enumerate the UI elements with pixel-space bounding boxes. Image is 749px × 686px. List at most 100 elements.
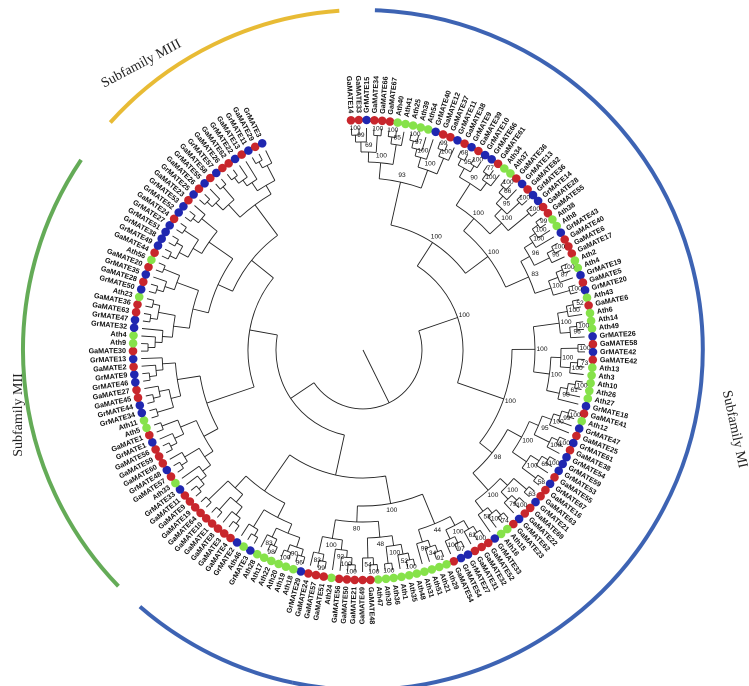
leaf-marker <box>460 139 469 148</box>
leaf-marker <box>189 190 198 199</box>
tree-branch <box>440 550 445 557</box>
tree-branch <box>253 537 259 544</box>
bootstrap-value: 100 <box>488 249 499 256</box>
tree-branch <box>533 322 560 328</box>
tree-branch <box>460 541 465 548</box>
bootstrap-value: 100 <box>341 561 352 568</box>
tree-branch <box>505 276 529 288</box>
bootstrap-value: 100 <box>417 148 428 155</box>
bootstrap-value: 100 <box>472 157 483 164</box>
tree-branch <box>569 409 577 412</box>
tree-branch <box>387 129 390 137</box>
leaf-marker <box>373 575 383 584</box>
tree-branch <box>174 433 184 439</box>
tree-branch <box>470 157 475 165</box>
leaf-marker <box>467 142 476 152</box>
tree-branch <box>216 511 223 518</box>
leaf-marker <box>219 529 229 538</box>
leaf-marker <box>572 431 581 441</box>
bootstrap-value: 99 <box>318 565 326 572</box>
tree-branch <box>346 550 348 558</box>
tree-branch-arc <box>149 314 152 322</box>
tree-branch <box>177 375 201 381</box>
tree-branch <box>444 144 448 152</box>
tree-branch <box>455 183 471 206</box>
tree-branch <box>318 536 323 554</box>
tree-branch <box>417 157 422 168</box>
leaf-marker <box>587 324 597 333</box>
leaf-marker <box>558 459 567 469</box>
tree-branch <box>529 233 536 238</box>
bootstrap-value: 100 <box>571 285 582 292</box>
leaf-marker <box>370 116 379 125</box>
leaf-marker <box>144 262 153 272</box>
bootstrap-value: 52 <box>401 558 409 565</box>
tree-branch <box>251 182 258 192</box>
tree-branch <box>249 329 278 336</box>
bootstrap-value: 62 <box>469 532 477 539</box>
tree-branch <box>192 308 209 314</box>
leaf-marker <box>128 339 138 348</box>
bootstrap-value: 100 <box>519 194 530 201</box>
tree-branch <box>561 410 569 414</box>
tree-branch <box>192 248 202 254</box>
tree-branch <box>416 543 423 565</box>
bootstrap-value: 100 <box>383 567 394 574</box>
tree-branch <box>146 298 154 301</box>
tree-branch <box>147 401 155 404</box>
tree-branch <box>529 421 539 426</box>
tree-branch-arc <box>417 265 464 383</box>
bootstrap-value: 34 <box>429 550 437 557</box>
bootstrap-value: 100 <box>368 568 379 575</box>
leaf-marker <box>506 169 515 178</box>
tree-branch <box>180 420 197 428</box>
leaf-label: Ath9 <box>110 338 126 347</box>
leaf-label: GaMATE49 <box>357 587 366 624</box>
tree-branch <box>164 248 172 253</box>
tree-branch-arc <box>232 234 278 292</box>
leaf-marker <box>438 130 448 139</box>
leaf-marker <box>588 363 597 372</box>
leaf-label: GrMATE15 <box>362 77 372 113</box>
leaf-marker <box>334 574 344 584</box>
tree-branch <box>568 383 576 386</box>
tree-branch <box>400 544 404 555</box>
bootstrap-value: 90 <box>291 551 299 558</box>
tree-branch <box>251 260 274 279</box>
tree-branch <box>145 305 153 308</box>
leaf-marker <box>569 438 578 448</box>
tree-branch <box>158 262 166 267</box>
tree-branch <box>546 446 560 454</box>
tree-branch <box>200 475 207 481</box>
leaf-marker <box>232 538 242 547</box>
tree-branch <box>184 447 200 458</box>
bootstrap-value: 100 <box>491 515 502 522</box>
tree-branch <box>228 204 241 218</box>
leaf-label: GrMATE32 <box>91 318 128 330</box>
leaf-marker <box>201 514 211 523</box>
leaf-label: Ath36 <box>391 584 403 605</box>
tree-branch <box>376 564 379 572</box>
tree-branch <box>153 422 161 426</box>
leaf-marker <box>139 277 148 287</box>
leaf-label: GaMATE42 <box>600 355 638 366</box>
leaf-marker <box>180 491 190 500</box>
tree-branch <box>142 320 150 323</box>
tree-branch <box>165 449 173 454</box>
tree-branch <box>472 472 489 491</box>
leaf-marker <box>381 574 391 584</box>
leaf-marker <box>401 119 410 129</box>
tree-branch <box>473 533 478 541</box>
tree-branch <box>533 371 550 375</box>
tree-branch <box>534 287 552 294</box>
leaf-marker <box>342 575 352 584</box>
tree-branch <box>575 380 583 383</box>
leaf-label: GrMATE13 <box>90 354 127 364</box>
bootstrap-value: 100 <box>569 307 580 314</box>
tree-branch <box>177 467 184 473</box>
leaf-marker <box>257 139 267 148</box>
bootstrap-value: 100 <box>551 372 562 379</box>
tree-branch-arc <box>283 549 292 554</box>
tree-branch <box>143 379 151 382</box>
tree-branch <box>560 366 571 369</box>
